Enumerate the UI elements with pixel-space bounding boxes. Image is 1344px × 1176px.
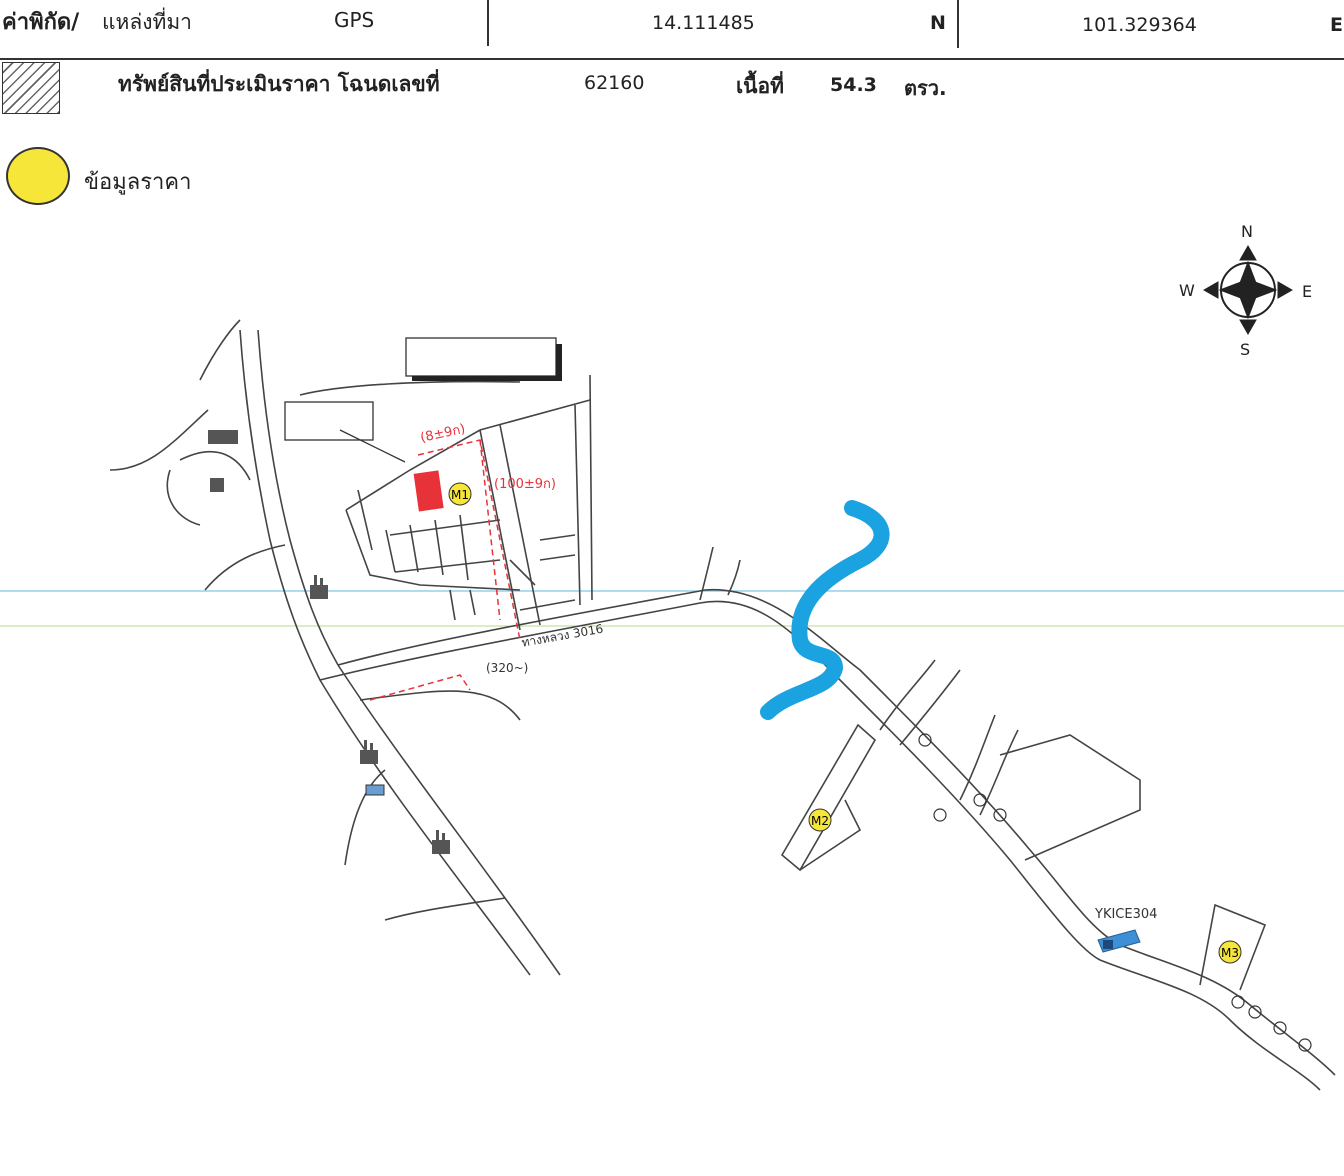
price-marker-m3: M3: [1218, 940, 1242, 964]
header-divider: [957, 0, 959, 48]
latitude-value: 14.111485: [652, 12, 755, 34]
house-icon: [918, 733, 1312, 1052]
area-value: 54.3: [830, 74, 877, 96]
marker-label: M1: [451, 488, 469, 502]
label-box-shadow: [412, 376, 562, 381]
longitude-value: 101.329364: [1082, 14, 1197, 36]
latitude-direction: N: [930, 12, 946, 34]
price-marker-icon: [6, 147, 70, 205]
boundary-dashed: [369, 439, 521, 701]
compass-south: S: [1240, 340, 1251, 359]
building-label: YKICE304: [1094, 907, 1157, 922]
header-divider: [487, 0, 489, 46]
subject-parcel: [413, 470, 444, 512]
label-box: [284, 337, 557, 463]
price-marker-m2: M2: [808, 808, 832, 832]
dimension-label: (320~): [486, 661, 528, 675]
river: [760, 500, 890, 720]
marker-label: M3: [1221, 946, 1239, 960]
road-network: [109, 319, 1336, 1091]
hatched-swatch-icon: [2, 62, 60, 114]
compass-west: W: [1179, 281, 1195, 300]
area-unit: ตรว.: [904, 76, 947, 100]
compass-east: E: [1302, 282, 1313, 301]
price-label: ข้อมูลราคา: [84, 170, 192, 195]
longitude-direction: E: [1330, 14, 1343, 36]
source-value: GPS: [334, 8, 375, 32]
building-icon: [365, 784, 1141, 953]
source-label: แหล่งที่มา: [102, 10, 192, 34]
compass-icon: [1202, 244, 1294, 336]
property-label: ทรัพย์สินที่ประเมินราคา โฉนดเลขที่: [118, 72, 440, 96]
area-label: เนื้อที่: [736, 74, 784, 98]
coordinate-label: ค่าพิกัด/: [2, 10, 80, 35]
dimension-label: (100±9ก): [494, 477, 556, 492]
compass-north: N: [1241, 222, 1253, 241]
coordinate-header: ค่าพิกัด/ แหล่งที่มา GPS 14.111485 N 101…: [0, 0, 1344, 130]
marker-label: M2: [811, 814, 829, 828]
factory-icon: [208, 430, 450, 854]
label-box-shadow: [556, 344, 562, 380]
price-marker-m1: M1: [448, 482, 472, 506]
deed-number: 62160: [584, 72, 645, 94]
header-rule: [0, 58, 1344, 60]
